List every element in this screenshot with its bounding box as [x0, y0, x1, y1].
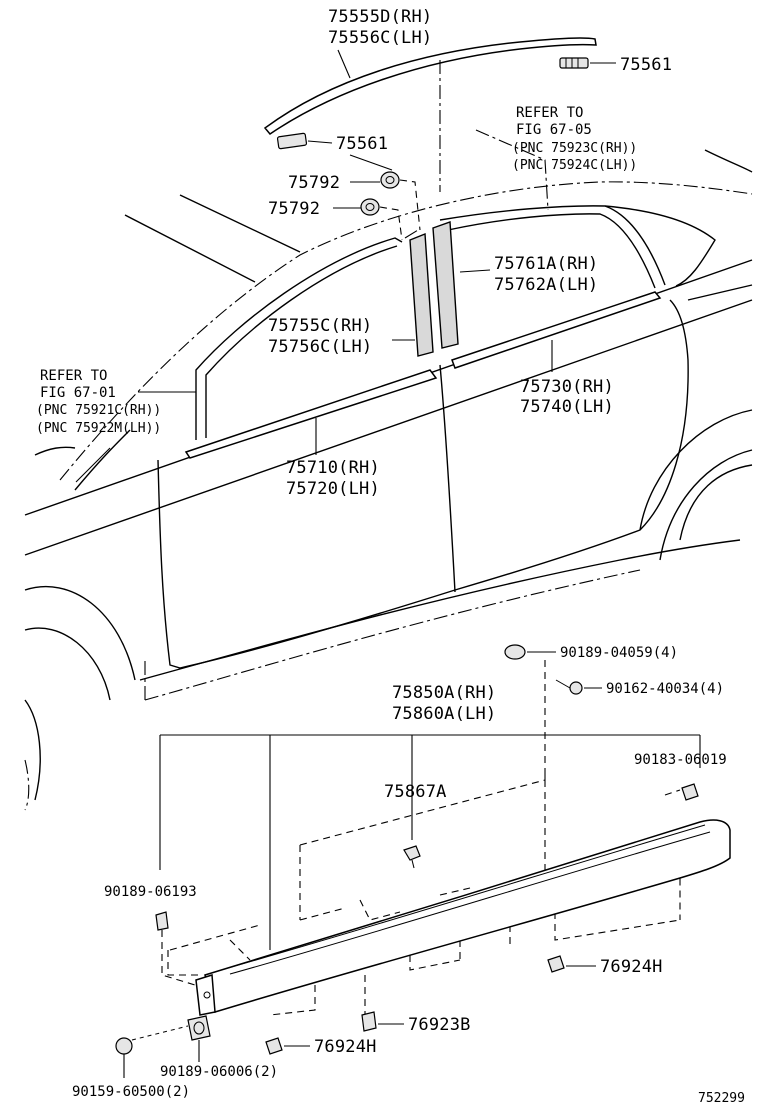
belt-molding-rear [451, 291, 662, 372]
clip-76924h-bottom [265, 1037, 310, 1055]
label-76924h-right: 76924H [600, 957, 663, 977]
labels: 75555D(RH) 75556C(LH) 75561 REFER TO FIG… [36, 7, 745, 1106]
label-75792-b: 75792 [268, 199, 320, 219]
label-75867a: 75867A [384, 782, 447, 802]
clip-76924h-right [547, 955, 596, 973]
label-75740: 75740(LH) [520, 397, 614, 417]
nut-90189-06006 [187, 1015, 211, 1062]
pillar-garnish-front [409, 232, 434, 357]
clip-90183-06019 [681, 783, 699, 801]
car-body-outline [24, 149, 753, 811]
clip-75867a [403, 845, 421, 869]
label-75755c: 75755C(RH) [268, 316, 372, 336]
clip-90189-06193 [155, 911, 196, 986]
rocker-dashed-envelope [167, 775, 681, 1016]
label-75561-mid: 75561 [336, 134, 388, 154]
label-refer-left-1: REFER TO [40, 368, 107, 384]
label-75792-a: 75792 [288, 173, 340, 193]
label-refer-left-2: FIG 67-01 [40, 385, 116, 401]
label-90159-60500: 90159-60500(2) [72, 1084, 190, 1100]
label-76924h-bottom: 76924H [314, 1037, 377, 1057]
label-76923b: 76923B [408, 1015, 471, 1035]
label-refer-right-2: FIG 67-05 [516, 122, 592, 138]
grommet-75792 [333, 171, 421, 241]
roof-clip-mid [276, 132, 393, 171]
label-75555d: 75555D(RH) [328, 7, 432, 27]
label-90162-40034: 90162-40034(4) [606, 681, 724, 697]
rocker-leader-bracket [159, 734, 701, 950]
screw-90162-40034 [555, 679, 602, 695]
drawing-number: 752299 [698, 1091, 745, 1106]
label-75860a: 75860A(LH) [392, 704, 496, 724]
roof-molding [263, 37, 597, 136]
label-90189-04059: 90189-04059(4) [560, 645, 678, 661]
label-refer-left-3: (PNC 75921C(RH)) [36, 403, 161, 418]
label-90183-06019: 90183-06019 [634, 752, 727, 768]
label-refer-right-1: REFER TO [516, 105, 583, 121]
rocker-panel-molding [195, 819, 731, 1016]
label-75720: 75720(LH) [286, 479, 380, 499]
roof-clip-top [559, 57, 616, 69]
label-75762a: 75762A(LH) [494, 275, 598, 295]
label-refer-right-3: (PNC 75923C(RH)) [512, 141, 637, 156]
belt-molding-front [184, 369, 438, 459]
label-75710: 75710(RH) [286, 458, 380, 478]
label-75756c: 75756C(LH) [268, 337, 372, 357]
clip-90189-04059 [504, 644, 556, 660]
label-90189-06006: 90189-06006(2) [160, 1064, 278, 1080]
screw-90159-60500 [115, 1025, 189, 1078]
label-refer-left-4: (PNC 75922M(LH)) [36, 421, 161, 436]
label-75730: 75730(RH) [520, 377, 614, 397]
label-75556c: 75556C(LH) [328, 28, 432, 48]
label-75561-top: 75561 [620, 55, 672, 75]
label-75761a: 75761A(RH) [494, 254, 598, 274]
clip-76923b [361, 1011, 404, 1032]
label-90189-06193: 90189-06193 [104, 884, 197, 900]
pillar-garnish-rear [432, 221, 491, 349]
label-75850a: 75850A(RH) [392, 683, 496, 703]
label-refer-right-4: (PNC 75924C(LH)) [512, 158, 637, 173]
